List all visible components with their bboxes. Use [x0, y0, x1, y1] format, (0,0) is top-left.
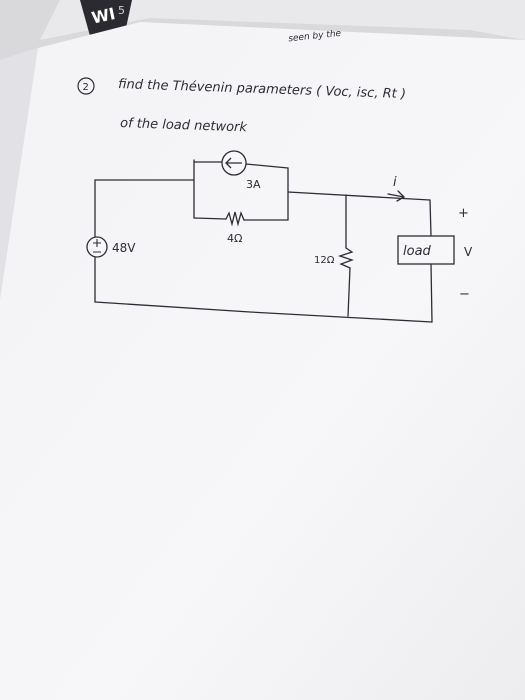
- series-resistor-label: 4Ω: [227, 232, 242, 245]
- voltage-source-polarity-icon: [93, 239, 101, 253]
- shunt-wire-bottom: [347, 267, 351, 317]
- problem-line-2: of the load network: [120, 116, 248, 135]
- corner-object-text-2: 5: [118, 4, 125, 17]
- current-source-branch: [193, 161, 289, 169]
- bottom-wire: [94, 301, 433, 323]
- resistor-branch-wire: [193, 217, 289, 221]
- voltage-source-label: 48V: [112, 241, 136, 255]
- shunt-resistor-label: 12Ω: [314, 255, 335, 266]
- corner-object-text: WI: [90, 4, 117, 27]
- back-paper-sheet: [40, 0, 525, 40]
- load-wire-top: [429, 199, 432, 237]
- paper-shadow-left: [0, 48, 38, 300]
- series-resistor-zigzag: [225, 211, 245, 227]
- circuit-diagram: [94, 159, 455, 323]
- problem-number: 2: [83, 82, 89, 93]
- plus-sign: +: [458, 206, 469, 221]
- corner-object: [80, 0, 132, 36]
- current-label: i: [393, 175, 397, 190]
- load-box: [397, 235, 455, 265]
- load-wire-bottom: [430, 263, 433, 323]
- shunt-resistor-zigzag: [337, 247, 354, 269]
- top-wire-right: [287, 191, 431, 201]
- minus-sign: −: [459, 287, 470, 302]
- paper-sheet: [0, 22, 525, 700]
- problem-number-circle: [77, 77, 95, 95]
- current-source-label: 3A: [246, 178, 261, 191]
- current-arrow: [387, 190, 406, 202]
- current-source-arrow-icon: [225, 157, 242, 169]
- load-label: load: [403, 244, 432, 259]
- voltage-label: V: [464, 245, 473, 259]
